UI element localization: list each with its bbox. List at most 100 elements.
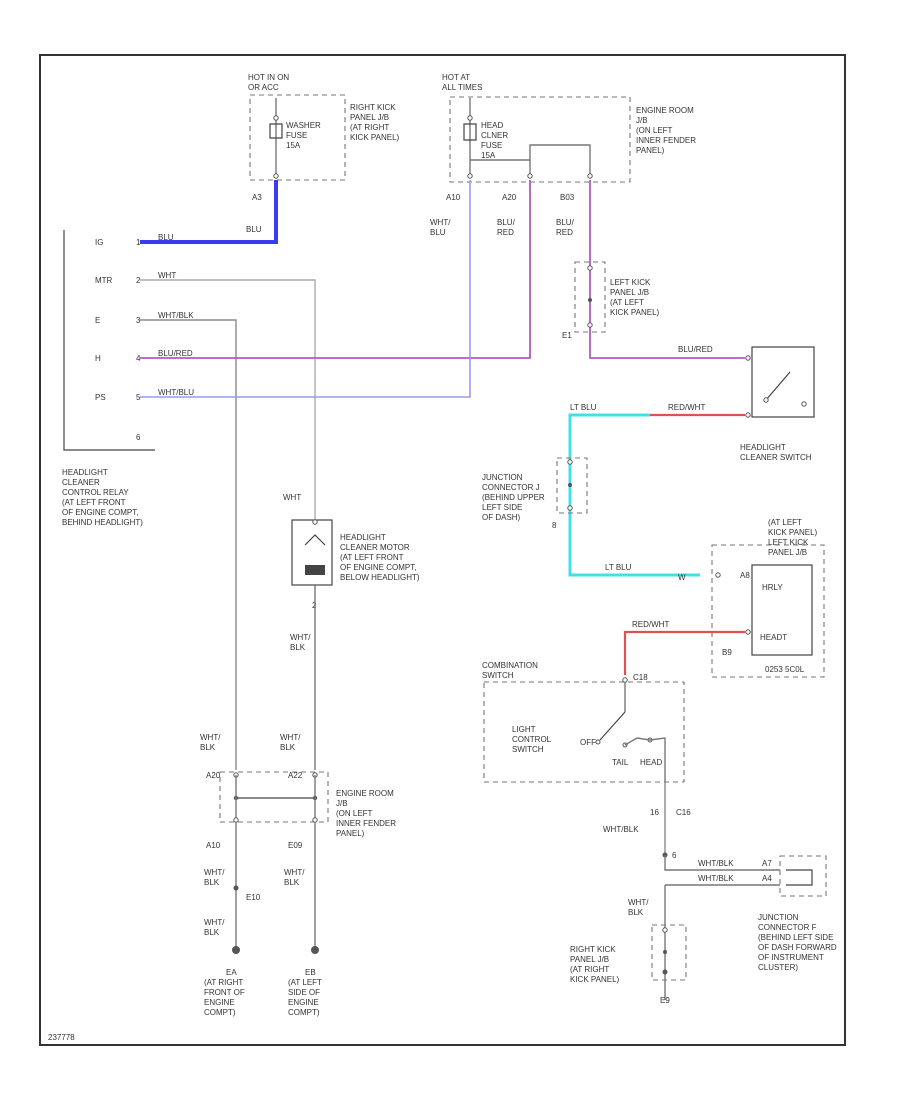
- location-label: PANEL): [636, 146, 665, 155]
- location-label: ENGINE: [204, 998, 235, 1007]
- wire-label: BLU/: [497, 218, 516, 227]
- location-label: PANEL J/B: [610, 288, 649, 297]
- location-label: (AT LEFT: [288, 978, 322, 987]
- wire-label: WHT/: [628, 898, 649, 907]
- fuse-label: HEAD: [481, 121, 503, 130]
- location-label: FRONT OF: [204, 988, 245, 997]
- connector-icon: [467, 115, 473, 121]
- fuse-icon: [269, 123, 283, 139]
- wire-label: LT BLU: [605, 563, 632, 572]
- wire-label: WHT/: [290, 633, 311, 642]
- ground-icon: [311, 946, 319, 954]
- wire-label: WHT/: [284, 868, 305, 877]
- location-label: KICK PANEL): [768, 528, 818, 537]
- fuse-label: FUSE: [286, 131, 307, 140]
- right-kick-jb-bottom-box: [651, 924, 687, 981]
- location-label: PANEL): [336, 829, 365, 838]
- location-label: CONTROL: [512, 735, 552, 744]
- wire-wht-blk: [140, 319, 237, 770]
- relay-pin-wire-label: WHT/BLU: [158, 388, 194, 397]
- location-label: OF DASH): [482, 513, 521, 522]
- jct-internal: [786, 869, 813, 886]
- left-kick-jb-box: [574, 261, 606, 333]
- wire-lt-blu: [568, 413, 700, 577]
- fuse-icon: [463, 123, 477, 141]
- connector-label: A20: [206, 771, 221, 780]
- relay-pin-wire-label: WHT/BLK: [158, 311, 194, 320]
- engine-room-jb-bottom-box: [219, 771, 329, 823]
- ground-icon: [232, 946, 240, 954]
- wire-wht-blu: [140, 180, 471, 398]
- switch-icon: [595, 682, 666, 782]
- connector-label: C18: [633, 673, 648, 682]
- switch-position: OFF: [580, 738, 596, 747]
- wire-label: WHT/: [200, 733, 221, 742]
- connector-label: A8: [740, 571, 750, 580]
- connector-label: 8: [552, 521, 557, 530]
- location-label: OF DASH FORWARD: [758, 943, 837, 952]
- connector-icon: [662, 927, 668, 933]
- location-label: SWITCH: [482, 671, 514, 680]
- connector-label: E1: [562, 331, 572, 340]
- location-label: HEADLIGHT: [62, 468, 108, 477]
- wire-label: WHT/BLK: [698, 874, 734, 883]
- connector-label: B03: [560, 193, 575, 202]
- left-kick-jb-relay-box: [711, 544, 825, 678]
- location-label: EA: [226, 968, 237, 977]
- jct-wire: [664, 855, 780, 871]
- location-label: EB: [305, 968, 316, 977]
- wire-label: LT BLU: [570, 403, 597, 412]
- connector-icon: [567, 459, 573, 465]
- location-label: PANEL J/B: [768, 548, 807, 557]
- wire-label: WHT/BLK: [603, 825, 639, 834]
- connector-label: A22: [288, 771, 303, 780]
- relay-pin-label: PS: [95, 393, 106, 402]
- relay-label: HEADT: [760, 633, 787, 642]
- location-label: SWITCH: [512, 745, 544, 754]
- location-label: (AT LEFT: [610, 298, 644, 307]
- location-label: BELOW HEADLIGHT): [340, 573, 420, 582]
- location-label: J/B: [636, 116, 648, 125]
- right-kick-jb-box: [249, 94, 346, 181]
- relay-coil-icon: [751, 564, 813, 656]
- connector-label: A20: [502, 193, 517, 202]
- connector-label: A7: [762, 859, 772, 868]
- location-label: CONNECTOR J: [482, 483, 540, 492]
- fuse-label: 15A: [286, 141, 301, 150]
- connector-label: B9: [722, 648, 732, 657]
- connector-icon: [588, 298, 592, 302]
- motor-icon: [304, 534, 326, 575]
- location-label: HEADLIGHT: [740, 443, 786, 452]
- location-label: COMBINATION: [482, 661, 538, 670]
- connector-icon: [587, 322, 593, 328]
- switch-icon: [763, 371, 807, 407]
- location-label: ENGINE ROOM: [336, 789, 394, 798]
- relay-pin-number: 3: [136, 316, 141, 325]
- connector-label: A10: [206, 841, 221, 850]
- location-label: CLUSTER): [758, 963, 798, 972]
- wire-label: RED: [556, 228, 573, 237]
- fuse-label: WASHER: [286, 121, 321, 130]
- connector-icon: [745, 412, 751, 418]
- connector-icon: [233, 817, 239, 823]
- connector-icon: [715, 572, 721, 578]
- switch-position: HEAD: [640, 758, 662, 767]
- wire-label: WHT/BLK: [698, 859, 734, 868]
- connector-label: E9: [660, 996, 670, 1005]
- wire-label: BLU/: [556, 218, 575, 227]
- connector-icon: [312, 817, 318, 823]
- fuse-label: FUSE: [481, 141, 502, 150]
- wire-label: BLK: [284, 878, 300, 887]
- wire-label: BLU: [246, 225, 262, 234]
- location-label: INNER FENDER: [636, 136, 696, 145]
- connector-label: E10: [246, 893, 261, 902]
- location-label: (AT RIGHT: [570, 965, 609, 974]
- wire-label: BLU/RED: [678, 345, 713, 354]
- relay-pin-number: 4: [136, 354, 141, 363]
- location-label: OF INSTRUMENT: [758, 953, 824, 962]
- location-label: BEHIND HEADLIGHT): [62, 518, 143, 527]
- engine-room-jb-box: [449, 96, 631, 183]
- location-label: KICK PANEL): [570, 975, 620, 984]
- ground-icon: [662, 969, 668, 975]
